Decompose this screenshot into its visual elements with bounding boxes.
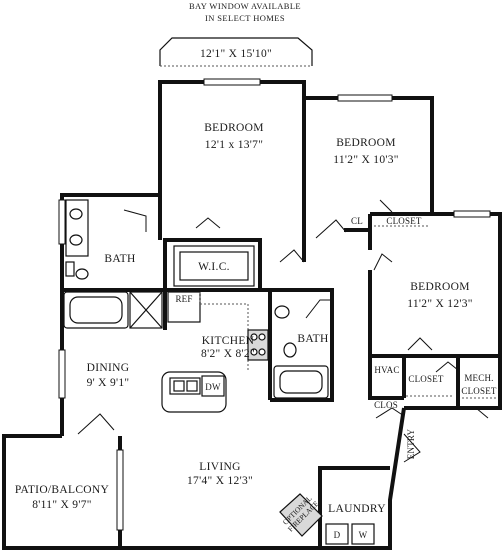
kitchen-dimensions: 8'2" X 8'2" xyxy=(201,348,255,360)
walls xyxy=(2,80,502,550)
hvac-label: HVAC xyxy=(374,365,399,375)
bedroom1-dimensions: 12'1 x 13'7" xyxy=(205,139,263,151)
living-dimensions: 17'4" X 12'3" xyxy=(187,475,253,487)
bath2-fixtures xyxy=(273,305,329,399)
fireplace xyxy=(279,493,323,537)
bay-window-note-line1: BAY WINDOW AVAILABLE xyxy=(189,1,301,11)
bay-window: BAY WINDOW AVAILABLE IN SELECT HOMES 12'… xyxy=(159,1,313,67)
dryer-icon xyxy=(325,523,349,545)
fireplace-icon xyxy=(279,493,323,537)
bath1-name: BATH xyxy=(104,253,135,265)
bedroom3-dimensions: 11'2" X 12'3" xyxy=(407,298,473,310)
bay-window-note-line2: IN SELECT HOMES xyxy=(205,13,285,23)
wic xyxy=(173,245,255,287)
bay-window-outline xyxy=(159,37,313,66)
closet-rods xyxy=(374,225,496,399)
kitchen-name: KITCHEN xyxy=(202,335,255,347)
bedroom2-dimensions: 11'2" X 10'3" xyxy=(333,154,399,166)
dw-label: DW xyxy=(205,382,221,392)
entry-label: ENTRY xyxy=(406,428,416,459)
sink-icon xyxy=(274,305,290,319)
toilet-icon xyxy=(283,342,297,358)
toilet-tank xyxy=(65,261,75,277)
refrigerator-icon xyxy=(167,291,201,323)
dining-dimensions: 9' X 9'1" xyxy=(87,377,130,389)
closet-mid-label: CLOSET xyxy=(408,374,444,384)
wic-name: W.I.C. xyxy=(198,261,230,273)
dining-name: DINING xyxy=(87,362,130,374)
clos-label: CLOS xyxy=(374,400,398,410)
laundry-fixtures xyxy=(325,523,375,545)
dishwasher-icon xyxy=(201,375,225,397)
laundry-name: LAUNDRY xyxy=(328,503,386,515)
mech-label-line2: CLOSET xyxy=(461,386,497,396)
bedroom3-name: BEDROOM xyxy=(410,281,470,293)
bay-window-dimensions: 12'1" X 15'10" xyxy=(200,48,272,60)
patio-name: PATIO/BALCONY xyxy=(15,484,110,496)
vanity xyxy=(65,199,89,257)
bath1-fixtures xyxy=(63,199,163,329)
bath2-name: BATH xyxy=(297,333,328,345)
toilet-icon xyxy=(75,268,89,280)
closet-top-label: CLOSET xyxy=(386,216,422,226)
windows xyxy=(58,78,491,531)
washer-label: W xyxy=(359,530,368,540)
bedroom2-name: BEDROOM xyxy=(336,137,396,149)
ref-label: REF xyxy=(175,294,192,304)
sink-icon xyxy=(69,234,83,246)
room-labels: BEDROOM 12'1 x 13'7" BEDROOM 11'2" X 10'… xyxy=(15,122,473,515)
cl-label: CL xyxy=(351,216,363,226)
washer-icon xyxy=(351,523,375,545)
living-name: LIVING xyxy=(199,461,240,473)
doors xyxy=(77,199,489,463)
bedroom1-name: BEDROOM xyxy=(204,122,264,134)
dryer-label: D xyxy=(334,530,341,540)
sink-icon xyxy=(69,208,83,220)
kitchen-fixtures xyxy=(161,291,269,413)
mech-label-line1: MECH. xyxy=(464,373,493,383)
patio-dimensions: 8'11" X 9'7" xyxy=(32,499,92,511)
